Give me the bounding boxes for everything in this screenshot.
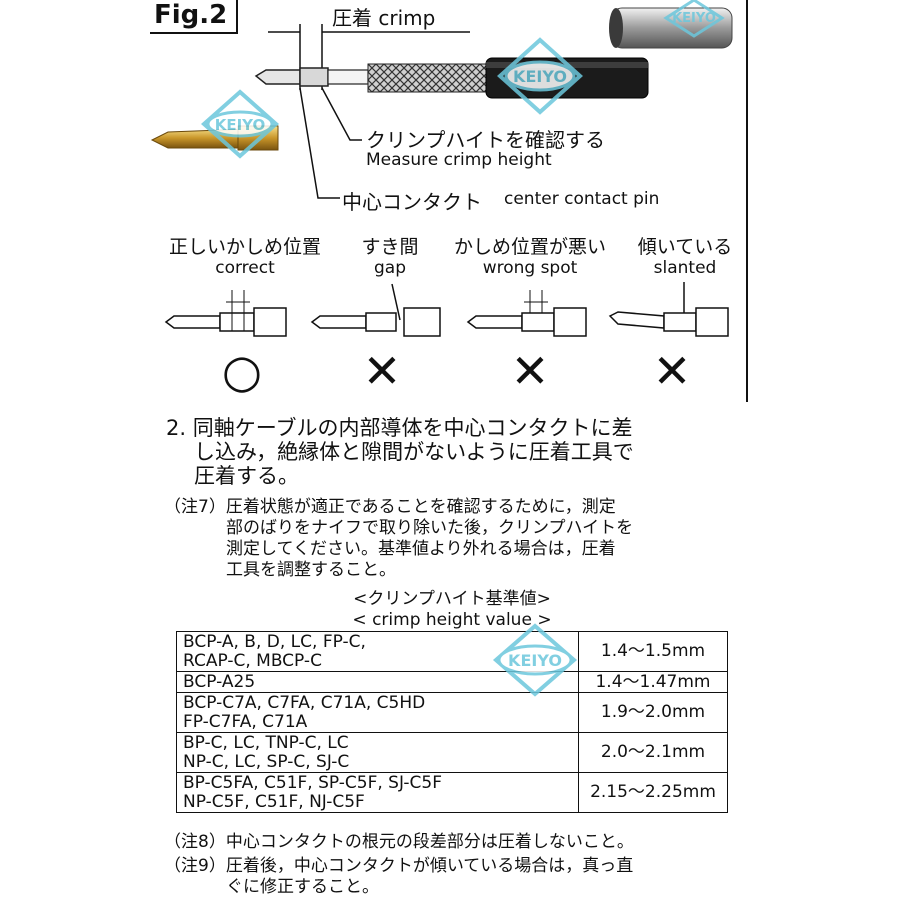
note7-line: 測定してください。基準値より外れる場合は，圧着 — [226, 539, 616, 559]
wrong-mark-icon: ✕ — [362, 344, 402, 398]
models-cell: BCP-C7A, C7FA, C71A, C5HD FP-C7FA, C71A — [176, 692, 579, 733]
braid-shield — [367, 63, 487, 93]
watermark-logo: KEIYO — [492, 623, 578, 697]
svg-text:KEIYO: KEIYO — [508, 651, 562, 670]
wrong-mark-icon: ✕ — [510, 344, 550, 398]
position-label-en: wrong spot — [482, 258, 578, 278]
models-line: BCP-A25 — [183, 671, 256, 692]
center-contact-en: center contact pin — [504, 189, 660, 209]
value-cell: 2.15〜2.25mm — [578, 772, 728, 813]
value-cell: 2.0〜2.1mm — [578, 732, 728, 773]
note7-line: 工具を調整すること。 — [226, 560, 396, 580]
models-line: FP-C7FA, C71A — [183, 711, 308, 732]
value-cell: 1.4〜1.47mm — [578, 671, 728, 693]
models-cell: BP-C5FA, C51F, SP-C5F, SJ-C5F NP-C5F, C5… — [176, 772, 579, 813]
diagram-slanted — [608, 282, 729, 337]
position-label-jp: 傾いている — [637, 236, 733, 258]
note9-line: （注9）圧着後，中心コンタクトが傾いている場合は，真っ直 — [164, 856, 634, 876]
crimp-height-table: BCP-A, B, D, LC, FP-C, RCAP-C, MBCP-C 1.… — [176, 631, 728, 813]
crimp-position-diagrams — [164, 282, 729, 337]
contact-pin-tip — [254, 69, 301, 85]
figure-label: Fig.2 — [150, 0, 238, 34]
instruction-line: 2. 同軸ケーブルの内部導体を中心コンタクトに差 — [166, 416, 633, 440]
crimp-label: 圧着 crimp — [332, 6, 436, 30]
table-row: BP-C5FA, C51F, SP-C5F, SJ-C5F NP-C5F, C5… — [176, 772, 728, 813]
diagram-gap — [310, 283, 441, 337]
models-cell: BCP-A25 — [176, 671, 579, 693]
models-line: BCP-A, B, D, LC, FP-C, — [183, 631, 366, 652]
watermark-logo: KEIYO — [200, 89, 280, 159]
dielectric — [327, 69, 369, 85]
watermark-logo: KEIYO — [663, 0, 725, 38]
models-line: BP-C5FA, C51F, SP-C5F, SJ-C5F — [183, 772, 442, 793]
table-row: BP-C, LC, TNP-C, LC NP-C, LC, SP-C, SJ-C… — [176, 732, 728, 773]
measure-crimp-height-jp: クリンプハイトを確認する — [366, 128, 605, 152]
position-label-jp: 正しいかしめ位置 — [168, 236, 321, 258]
value-cell: 1.9〜2.0mm — [578, 692, 728, 733]
note7-line: （注7）圧着状態が適正であることを確認するために，測定 — [164, 497, 616, 517]
watermark-logo: KEIYO — [497, 37, 583, 115]
position-label-jp: かしめ位置が悪い — [453, 236, 606, 258]
instruction-line: し込み，絶縁体と隙間がないように圧着工具で — [194, 440, 634, 464]
coax-cable-illustration: KEIYO KEIYO KEIYO — [150, 0, 733, 199]
table-row: BCP-A, B, D, LC, FP-C, RCAP-C, MBCP-C 1.… — [176, 631, 728, 672]
correct-mark-icon: ○ — [221, 344, 263, 398]
models-line: BCP-C7A, C7FA, C71A, C5HD — [183, 692, 426, 713]
table-row: BCP-A25 1.4〜1.47mm — [176, 671, 728, 693]
contact-crimp-area — [299, 67, 329, 87]
position-label-en: gap — [374, 258, 406, 278]
measure-crimp-height-en: Measure crimp height — [366, 150, 552, 170]
models-line: BP-C, LC, TNP-C, LC — [183, 732, 349, 753]
diagram-correct — [164, 290, 287, 337]
table-title-jp: <クリンプハイト基準値> — [353, 589, 551, 609]
note8: （注8）中心コンタクトの根元の段差部分は圧着しないこと。 — [164, 832, 634, 852]
models-cell: BP-C, LC, TNP-C, LC NP-C, LC, SP-C, SJ-C — [176, 732, 579, 773]
svg-text:KEIYO: KEIYO — [672, 11, 716, 26]
wrong-mark-icon: ✕ — [652, 344, 692, 398]
position-label-jp: すき間 — [361, 236, 419, 258]
models-line: NP-C, LC, SP-C, SJ-C — [183, 751, 350, 772]
models-line: RCAP-C, MBCP-C — [183, 650, 322, 671]
diagram-wrong-spot — [466, 290, 587, 337]
table-title-en: < crimp height value > — [352, 610, 552, 630]
instruction-line: 圧着する。 — [194, 464, 299, 488]
models-line: NP-C5F, C51F, NJ-C5F — [183, 791, 365, 812]
center-contact-jp: 中心コンタクト — [342, 190, 482, 214]
position-label-en: correct — [215, 258, 275, 278]
figure-border-line — [746, 0, 748, 402]
svg-text:KEIYO: KEIYO — [215, 116, 266, 134]
table-row: BCP-C7A, C7FA, C71A, C5HD FP-C7FA, C71A … — [176, 692, 728, 733]
note7-line: 部のばりをナイフで取り除いた後，クリンプハイトを — [226, 518, 634, 538]
value-cell: 1.4〜1.5mm — [578, 631, 728, 672]
position-label-en: slanted — [653, 258, 717, 278]
note9-line: ぐに修正すること。 — [226, 877, 379, 897]
svg-text:KEIYO: KEIYO — [513, 67, 567, 86]
